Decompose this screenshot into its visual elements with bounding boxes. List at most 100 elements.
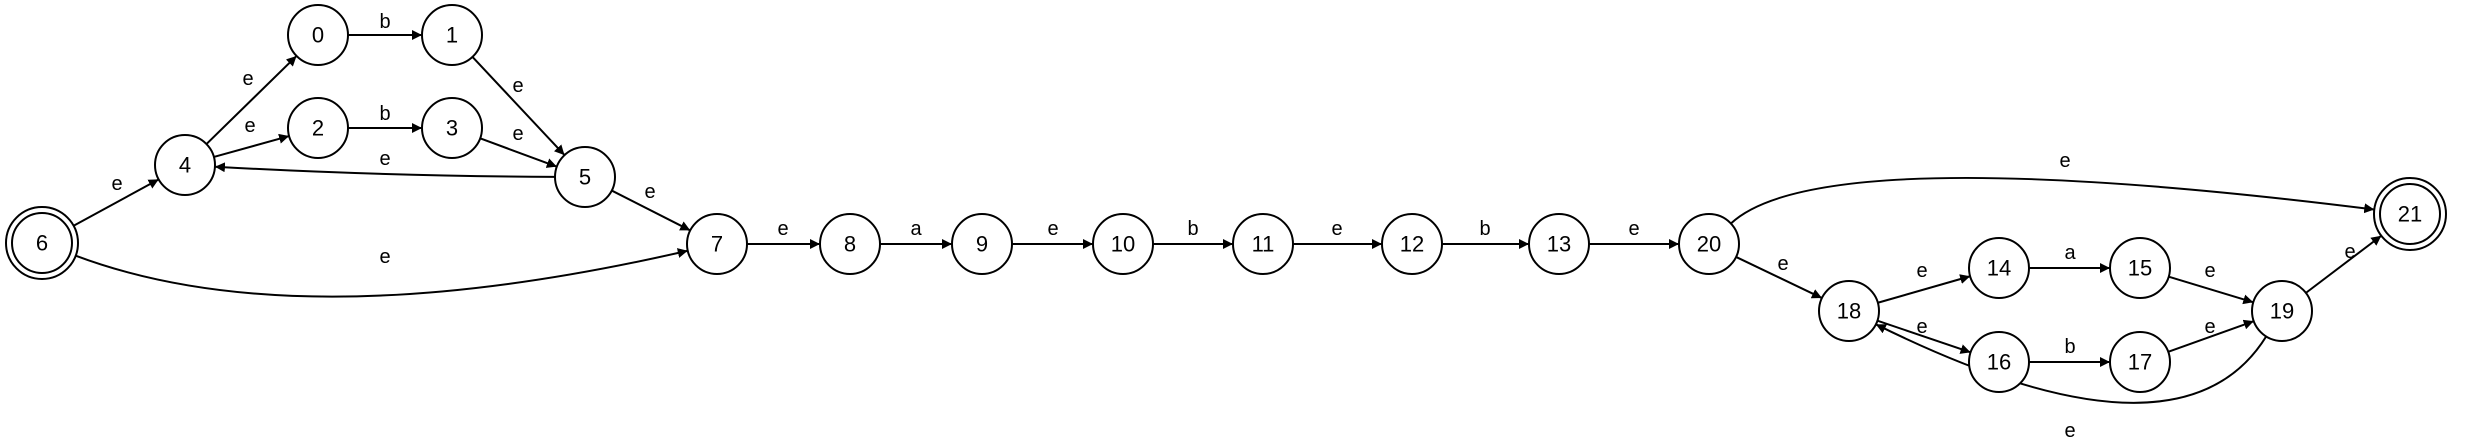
edge-label-13-to-20: e	[1628, 218, 1639, 240]
state-2: 2	[287, 97, 349, 159]
state-5-circle	[554, 146, 616, 208]
state-14: 14	[1968, 237, 2030, 299]
state-3-label: 3	[446, 116, 458, 141]
state-13-circle	[1528, 213, 1590, 275]
edge-label-20-to-21: e	[2059, 150, 2070, 172]
edge-18-to-14	[1877, 274, 1971, 304]
state-21-circle	[2379, 183, 2441, 245]
state-8-circle	[819, 213, 881, 275]
state-13-label: 13	[1547, 232, 1571, 257]
state-12: 12	[1381, 213, 1443, 275]
state-15-label: 15	[2128, 256, 2152, 281]
state-8: 8	[819, 213, 881, 275]
state-3-circle	[421, 97, 483, 159]
state-7: 7	[686, 213, 748, 275]
edge-6-to-7	[75, 248, 688, 298]
state-1: 1	[421, 4, 483, 66]
state-10-circle	[1092, 213, 1154, 275]
edge-label-4-to-0: e	[242, 68, 253, 90]
edge-label-18-to-16: e	[1916, 316, 1927, 338]
state-6-circle	[11, 212, 73, 274]
edge-6-to-4	[73, 178, 160, 227]
state-2-circle	[287, 97, 349, 159]
state-2-label: 2	[312, 116, 324, 141]
state-7-label: 7	[711, 232, 723, 257]
edge-label-20-to-18: e	[1777, 253, 1788, 275]
state-19: 19	[2251, 280, 2313, 342]
edge-17-to-19	[2167, 319, 2255, 353]
state-6: 6	[5, 206, 79, 280]
state-14-circle	[1968, 237, 2030, 299]
state-17: 17	[2109, 331, 2171, 393]
state-1-circle	[421, 4, 483, 66]
state-5: 5	[554, 146, 616, 208]
state-18-circle	[1818, 280, 1880, 342]
edge-label-8-to-9: a	[910, 218, 922, 240]
state-4-circle	[154, 134, 216, 196]
state-15: 15	[2109, 237, 2171, 299]
state-10-label: 10	[1111, 232, 1135, 257]
state-20-label: 20	[1697, 232, 1721, 257]
edge-label-5-to-4: e	[379, 148, 390, 170]
state-7-circle	[686, 213, 748, 275]
edge-label-9-to-10: e	[1047, 218, 1058, 240]
state-9-label: 9	[976, 232, 988, 257]
state-5-label: 5	[579, 165, 591, 190]
state-4: 4	[154, 134, 216, 196]
edge-label-17-to-19: e	[2204, 316, 2215, 338]
state-8-label: 8	[844, 232, 856, 257]
state-10: 10	[1092, 213, 1154, 275]
state-17-circle	[2109, 331, 2171, 393]
edge-label-5-to-7: e	[644, 181, 655, 203]
state-1-label: 1	[446, 23, 458, 48]
state-11-label: 11	[1252, 232, 1275, 257]
state-17-label: 17	[2128, 350, 2152, 375]
state-15-circle	[2109, 237, 2171, 299]
state-16-circle	[1968, 331, 2030, 393]
state-11-circle	[1232, 213, 1294, 275]
state-21: 21	[2373, 177, 2447, 251]
state-19-circle	[2251, 280, 2313, 342]
edge-label-2-to-3: b	[379, 103, 390, 125]
state-4-label: 4	[179, 153, 191, 178]
edge-label-11-to-12: e	[1331, 218, 1342, 240]
edge-label-18-to-14: e	[1916, 260, 1927, 282]
state-0-circle	[287, 4, 349, 66]
edge-label-19-to-21: e	[2344, 241, 2355, 263]
state-14-label: 14	[1987, 256, 2011, 281]
edge-label-3-to-5: e	[512, 123, 523, 145]
state-11: 11	[1232, 213, 1294, 275]
state-0: 0	[287, 4, 349, 66]
state-9: 9	[951, 213, 1013, 275]
state-9-circle	[951, 213, 1013, 275]
edge-label-12-to-13: b	[1479, 218, 1490, 240]
edge-label-10-to-11: b	[1187, 218, 1198, 240]
edge-label-16-to-17: b	[2064, 336, 2075, 358]
edge-label-7-to-8: e	[777, 218, 788, 240]
state-0-label: 0	[312, 23, 324, 48]
state-16: 16	[1968, 331, 2030, 393]
edge-4-to-2	[213, 133, 290, 158]
edge-20-to-18	[1735, 256, 1823, 299]
state-13: 13	[1528, 213, 1590, 275]
edge-label-4-to-2: e	[244, 115, 255, 137]
edge-19-to-21	[2305, 234, 2382, 294]
edge-19-to-18	[1875, 323, 2268, 404]
edge-18-to-16	[1877, 319, 1971, 354]
edge-label-6-to-7: e	[379, 246, 390, 268]
edge-label-0-to-1: b	[379, 11, 390, 33]
edge-3-to-5	[479, 137, 558, 168]
state-12-label: 12	[1400, 232, 1424, 257]
state-16-label: 16	[1987, 350, 2011, 375]
edge-1-to-5	[471, 56, 566, 156]
state-20-circle	[1678, 213, 1740, 275]
state-20: 20	[1678, 213, 1740, 275]
edge-20-to-21	[1730, 176, 2375, 225]
edge-label-15-to-19: e	[2204, 260, 2215, 282]
edge-label-19-to-18: e	[2064, 420, 2075, 442]
state-6-label: 6	[36, 231, 48, 256]
state-12-circle	[1381, 213, 1443, 275]
edge-label-1-to-5: e	[512, 75, 523, 97]
